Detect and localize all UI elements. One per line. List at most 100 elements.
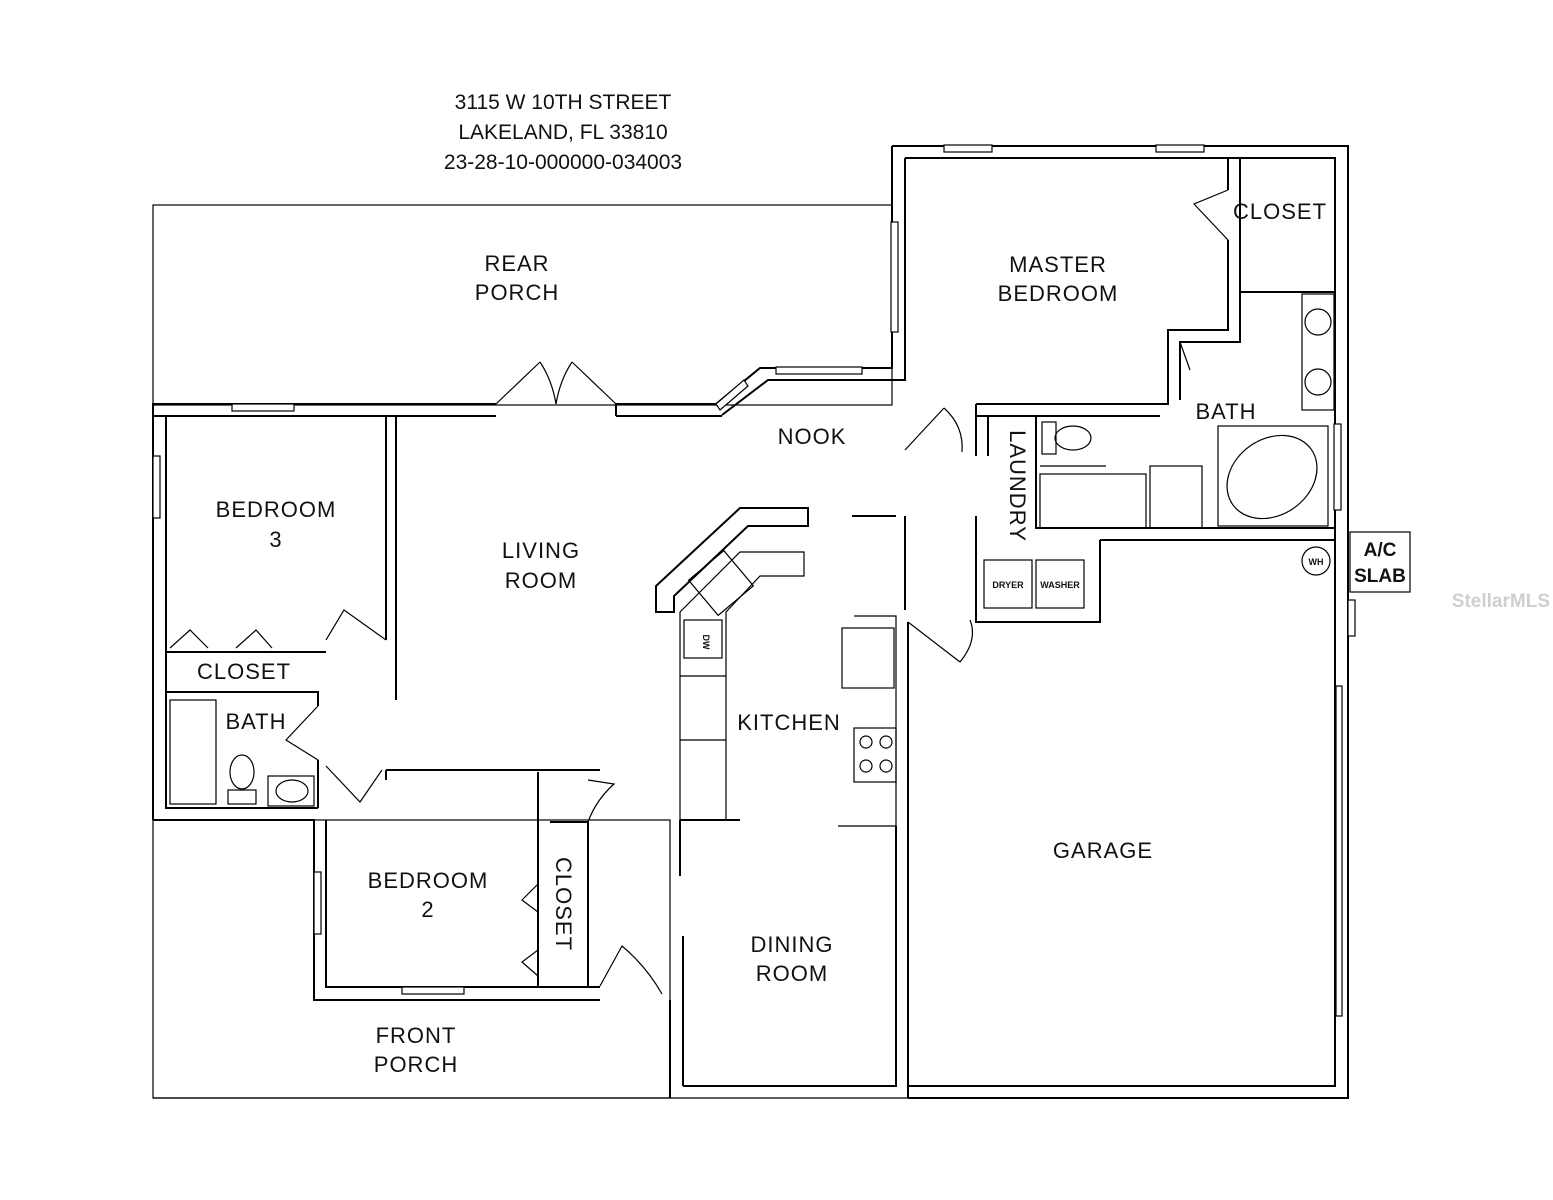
wall: [385, 416, 397, 700]
room-labels: REAR PORCH MASTER BEDROOM CLOSET BATH NO…: [197, 199, 1327, 1077]
parcel-id: 23-28-10-000000-034003: [444, 151, 682, 174]
garage-door: [1335, 685, 1343, 1017]
east-inner-wall: [905, 157, 1336, 1087]
dishwasher: [683, 619, 723, 659]
watermark: StellarMLS: [1452, 591, 1550, 612]
bifold-doors: [169, 629, 273, 649]
door-swing: [943, 407, 963, 453]
burner: [859, 759, 873, 773]
bedroom3-label-1: BEDROOM: [216, 497, 337, 522]
wall: [975, 516, 1335, 623]
refrigerator: [841, 627, 895, 689]
door-swing: [555, 361, 573, 405]
tub-deck: [1217, 425, 1329, 527]
north-wall-inner: [721, 158, 906, 416]
windows: [152, 144, 1356, 1017]
bed2-south-outer: [153, 819, 600, 1001]
counter: [838, 615, 897, 827]
water-heater-label: WH: [1309, 557, 1324, 567]
window: [401, 986, 465, 995]
wall: [1239, 158, 1335, 293]
garage-entry: [852, 515, 973, 663]
window: [152, 455, 161, 519]
sink: [1304, 368, 1332, 396]
bed2-south-inner: [325, 820, 600, 988]
door-swing: [325, 765, 383, 803]
front-door: [599, 945, 663, 995]
wall: [1179, 292, 1241, 400]
bed2-closet-label: CLOSET: [551, 857, 576, 951]
bed3-closet-label: CLOSET: [197, 659, 291, 684]
wall: [975, 404, 989, 456]
bedroom2-label-1: BEDROOM: [368, 868, 489, 893]
ac-slab-box: [1349, 531, 1411, 593]
north-wall-outer: [615, 146, 893, 416]
door-swing: [539, 361, 557, 405]
dining-room-label-2: ROOM: [756, 961, 828, 986]
hall-bath-label: BATH: [225, 709, 286, 734]
rear-porch-label-2: PORCH: [475, 280, 559, 305]
window: [231, 403, 295, 412]
toilet-tank: [227, 789, 257, 805]
master-bedroom-label-2: BEDROOM: [998, 281, 1119, 306]
rear-french-doors: [495, 361, 617, 405]
sink: [275, 779, 309, 803]
address-line-1: 3115 W 10TH STREET: [455, 91, 672, 114]
wall: [679, 819, 740, 876]
door-swing: [1179, 341, 1191, 371]
door-leaf: [904, 407, 945, 451]
master-closet-label: CLOSET: [1233, 199, 1327, 224]
master-suite: [904, 158, 1335, 623]
door-leaf: [495, 361, 541, 405]
toilet-icon: [1054, 425, 1092, 451]
window: [1155, 144, 1205, 153]
ac-slab-line2: SLAB: [1354, 566, 1406, 587]
toilet-tank: [1041, 421, 1057, 455]
sink: [1304, 308, 1332, 336]
ac-slab: A/C SLAB: [1349, 531, 1411, 593]
washer-label: WASHER: [1040, 580, 1080, 590]
door-swing: [959, 619, 973, 663]
wall: [1167, 240, 1229, 400]
shower: [1039, 473, 1147, 529]
wall: [166, 691, 319, 808]
window: [943, 144, 993, 153]
washer: [1035, 559, 1085, 609]
header: 3115 W 10TH STREET LAKELAND, FL 33810 23…: [444, 91, 682, 174]
rear-porch-outline: [152, 204, 893, 406]
window: [313, 871, 322, 935]
water-heater: [1301, 546, 1331, 576]
west-wing: [166, 416, 663, 995]
window: [1333, 423, 1342, 511]
sink: [687, 549, 755, 617]
dryer-label: DRYER: [992, 580, 1024, 590]
door-leaf: [571, 361, 617, 405]
window: [775, 366, 863, 375]
rear-wall-west: [152, 403, 496, 417]
vanity: [1301, 293, 1335, 411]
nook-label: NOOK: [778, 424, 847, 449]
front-porch-label-2: PORCH: [374, 1052, 458, 1077]
living-room-label-2: ROOM: [505, 568, 577, 593]
burner: [879, 735, 893, 749]
window: [715, 379, 749, 411]
dishwasher-label: DW: [701, 635, 711, 650]
wall: [385, 769, 600, 780]
dryer: [983, 559, 1033, 609]
wall: [976, 400, 1169, 417]
kitchen-label: KITCHEN: [737, 710, 841, 735]
east-outer-wall: [892, 145, 1349, 1099]
closet-door: [1192, 189, 1229, 241]
door-swing: [587, 779, 616, 823]
service-door: [1347, 599, 1356, 637]
bedroom3-label-2: 3: [269, 527, 282, 552]
wall: [852, 515, 906, 610]
master-bedroom-label-1: MASTER: [1009, 252, 1107, 277]
address-line-2: LAKELAND, FL 33810: [458, 121, 667, 144]
ac-slab-line1: A/C: [1364, 540, 1397, 561]
peninsula-bar: [655, 507, 809, 613]
bathtub: [169, 699, 217, 805]
burner: [859, 735, 873, 749]
burner: [879, 759, 893, 773]
outer-walls: [152, 145, 1349, 1099]
